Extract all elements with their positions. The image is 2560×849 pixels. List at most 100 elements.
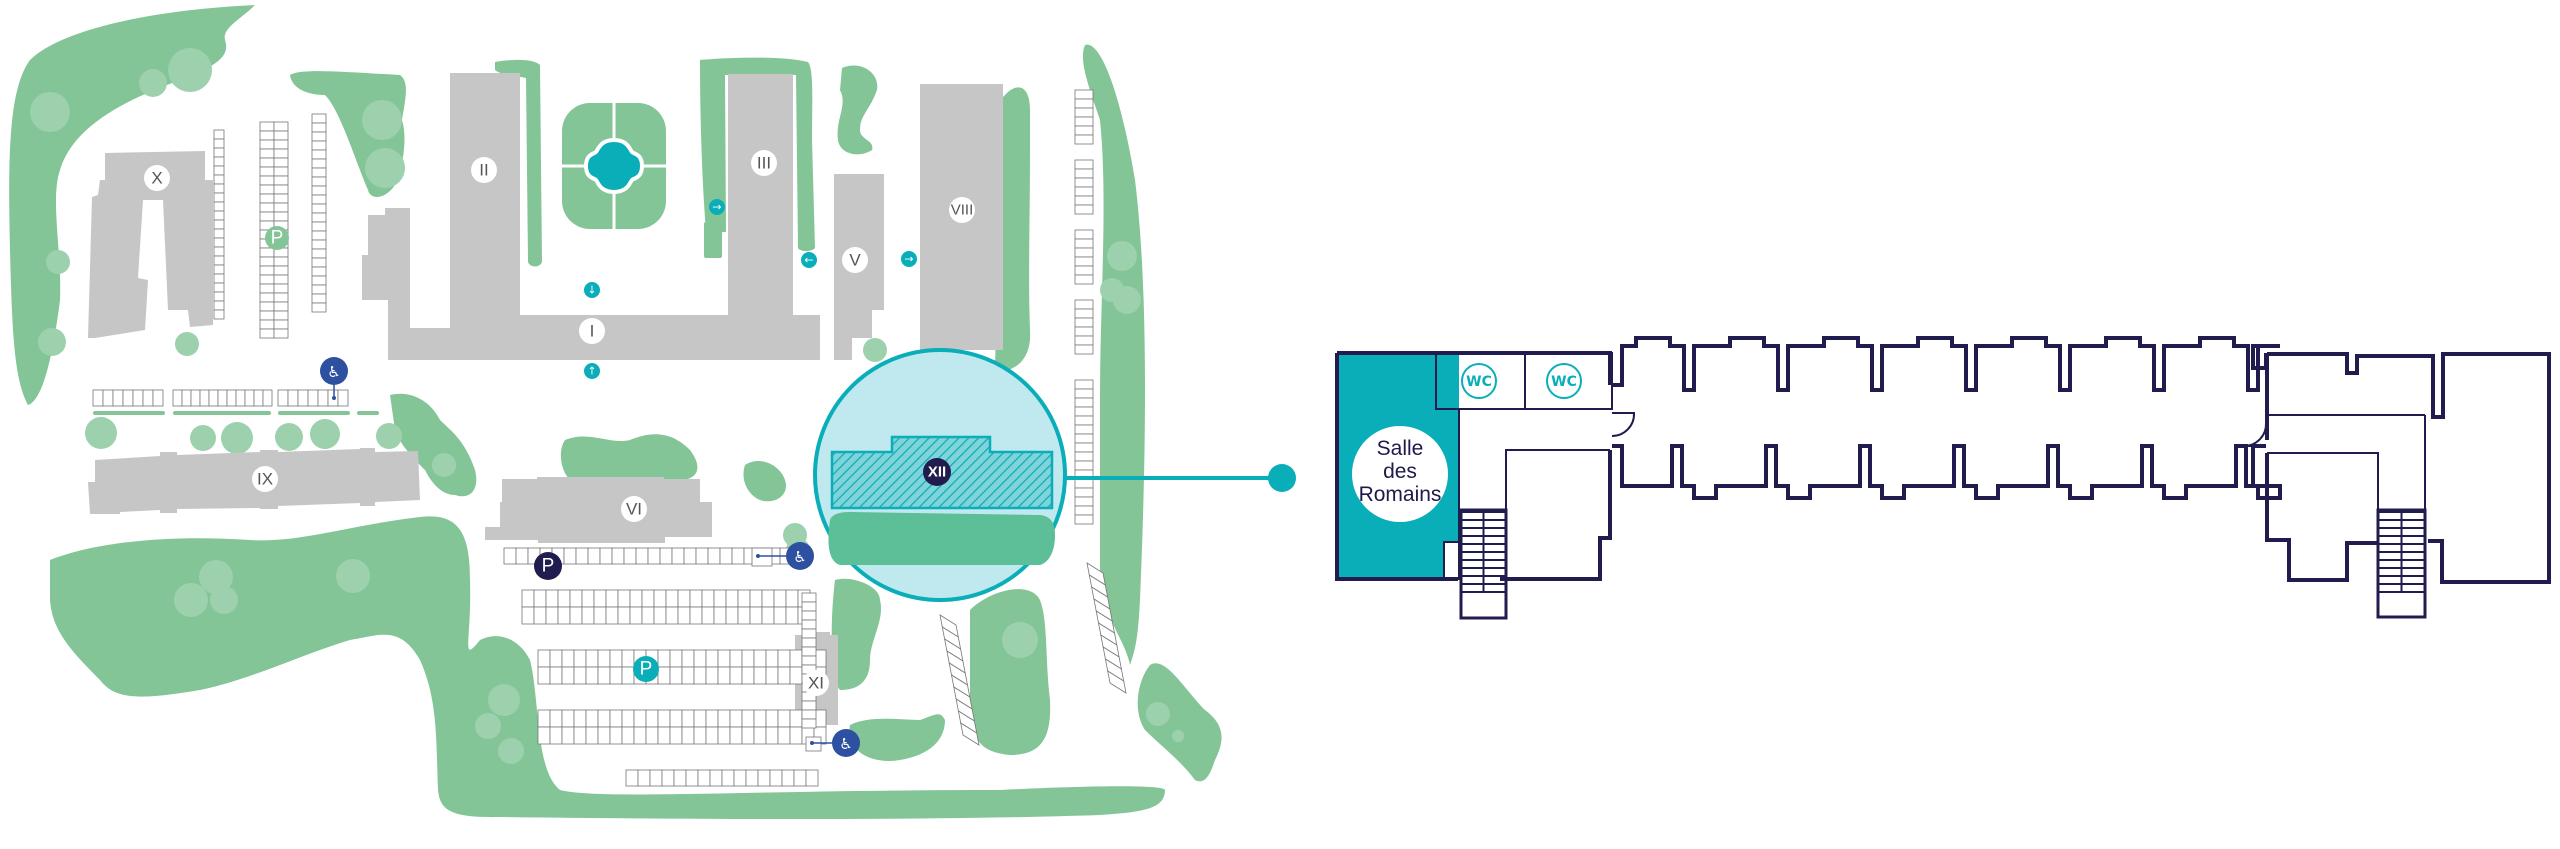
- parking-stall: [731, 547, 745, 565]
- parking-stall: [1074, 478, 1094, 489]
- room-label-salle-des-romains[interactable]: Salle des Romains: [1352, 426, 1448, 522]
- parking-stall: [217, 389, 228, 407]
- parking-stall: [1074, 256, 1094, 267]
- parking-stall: [1074, 388, 1094, 399]
- parking-stall: [287, 389, 299, 407]
- focus-highlight[interactable]: [813, 348, 1296, 602]
- parking-stall: [213, 228, 225, 239]
- building-label-x[interactable]: X: [144, 165, 170, 191]
- parking-stall: [581, 589, 595, 608]
- parking-stall: [273, 175, 289, 186]
- parking-stall: [1074, 299, 1094, 310]
- parking-stall: [277, 389, 289, 407]
- parking-stall: [753, 709, 767, 728]
- parking-stall: [773, 589, 787, 608]
- hedge-2: [173, 411, 271, 415]
- parking-stall: [273, 148, 289, 159]
- parking-stall: [259, 184, 275, 195]
- building-iii-shape[interactable]: [728, 74, 793, 323]
- building-label-v[interactable]: V: [842, 247, 868, 273]
- green-blob-south-east: [970, 589, 1051, 755]
- parking-stall: [1074, 116, 1094, 127]
- green-blob-vi-east: [743, 460, 786, 502]
- parking-stall: [647, 547, 661, 565]
- building-label-ix[interactable]: IX: [252, 466, 278, 492]
- entrance-marker[interactable]: ←: [801, 252, 817, 268]
- entrance-marker[interactable]: →: [901, 251, 917, 267]
- parking-marker-navy[interactable]: P: [534, 552, 562, 580]
- parking-stall: [1074, 344, 1094, 355]
- parking-stall: [609, 649, 623, 668]
- parking-stall: [693, 726, 707, 745]
- parking-stall: [545, 606, 559, 625]
- building-label-viii[interactable]: VIII: [949, 197, 975, 223]
- parking-stall: [273, 274, 289, 285]
- parking-stall: [701, 606, 715, 625]
- green-blob-i: [390, 393, 477, 497]
- accessible-parking-marker[interactable]: ♿: [805, 729, 860, 757]
- parking-stall: [585, 666, 599, 685]
- parking-stall: [1074, 496, 1094, 507]
- parking-marker-green[interactable]: P: [265, 226, 289, 250]
- building-label-xii[interactable]: XII: [923, 458, 951, 486]
- parking-stall: [729, 709, 743, 728]
- parking-stall: [1074, 229, 1094, 240]
- parking-stall: [789, 649, 803, 668]
- parking-stall: [1074, 98, 1094, 109]
- wc-badge[interactable]: WC: [1461, 363, 1497, 399]
- parking-stall: [1074, 415, 1094, 426]
- parking-stall: [273, 328, 289, 339]
- parking-stall: [641, 589, 655, 608]
- parking-stall: [777, 666, 791, 685]
- parking-stall: [1074, 89, 1094, 100]
- building-vi-shape[interactable]: [485, 477, 712, 543]
- entrance-marker[interactable]: →: [709, 199, 725, 215]
- courtyard-fountain: [562, 103, 666, 229]
- parking-stall: [259, 283, 275, 294]
- entrance-marker[interactable]: ↓: [584, 282, 600, 298]
- accessible-parking-marker[interactable]: ♿: [320, 357, 348, 400]
- parking-stall: [273, 256, 289, 267]
- parking-stall: [801, 637, 817, 648]
- accessible-parking-marker[interactable]: ♿: [751, 542, 814, 570]
- parking-stall: [761, 606, 775, 625]
- parking-stall: [621, 709, 635, 728]
- room-name-line: des: [1383, 460, 1417, 483]
- parking-stall: [681, 726, 695, 745]
- parking-stall: [765, 726, 779, 745]
- wc-badge[interactable]: WC: [1546, 363, 1582, 399]
- parking-marker-label: P: [271, 228, 284, 249]
- parking-stall: [311, 185, 327, 196]
- building-label-text: XI: [808, 674, 824, 693]
- parking-stall: [253, 389, 264, 407]
- trees: [30, 48, 1184, 764]
- parking-marker-label: P: [542, 556, 555, 577]
- parking-stall: [753, 649, 767, 668]
- building-label-iii[interactable]: III: [751, 150, 777, 176]
- wheelchair-icon: ♿: [327, 363, 340, 381]
- building-label-xi[interactable]: XI: [803, 670, 829, 696]
- parking-stall: [1074, 204, 1094, 215]
- parking-stall: [629, 606, 643, 625]
- green-blob-v: [837, 65, 878, 155]
- parking-stall: [311, 167, 327, 178]
- parking-stall: [213, 129, 225, 140]
- building-label-ii[interactable]: II: [471, 157, 497, 183]
- parking-stall: [259, 328, 275, 339]
- parking-marker-teal[interactable]: P: [633, 656, 659, 682]
- building-label-vi[interactable]: VI: [621, 496, 647, 522]
- building-label-i[interactable]: I: [579, 318, 605, 344]
- building-x-shape[interactable]: [88, 151, 213, 338]
- parking-stall: [1074, 238, 1094, 249]
- parking-stall: [789, 709, 803, 728]
- parking-stall: [273, 166, 289, 177]
- parking-stall: [569, 589, 583, 608]
- parking-stall: [665, 589, 679, 608]
- building-ii-shape[interactable]: [362, 73, 820, 360]
- parking-stall: [1074, 247, 1094, 258]
- entrance-marker[interactable]: ↑: [584, 363, 600, 379]
- parking-stall: [773, 606, 787, 625]
- parking-stall: [533, 606, 547, 625]
- parking-stall: [801, 619, 817, 630]
